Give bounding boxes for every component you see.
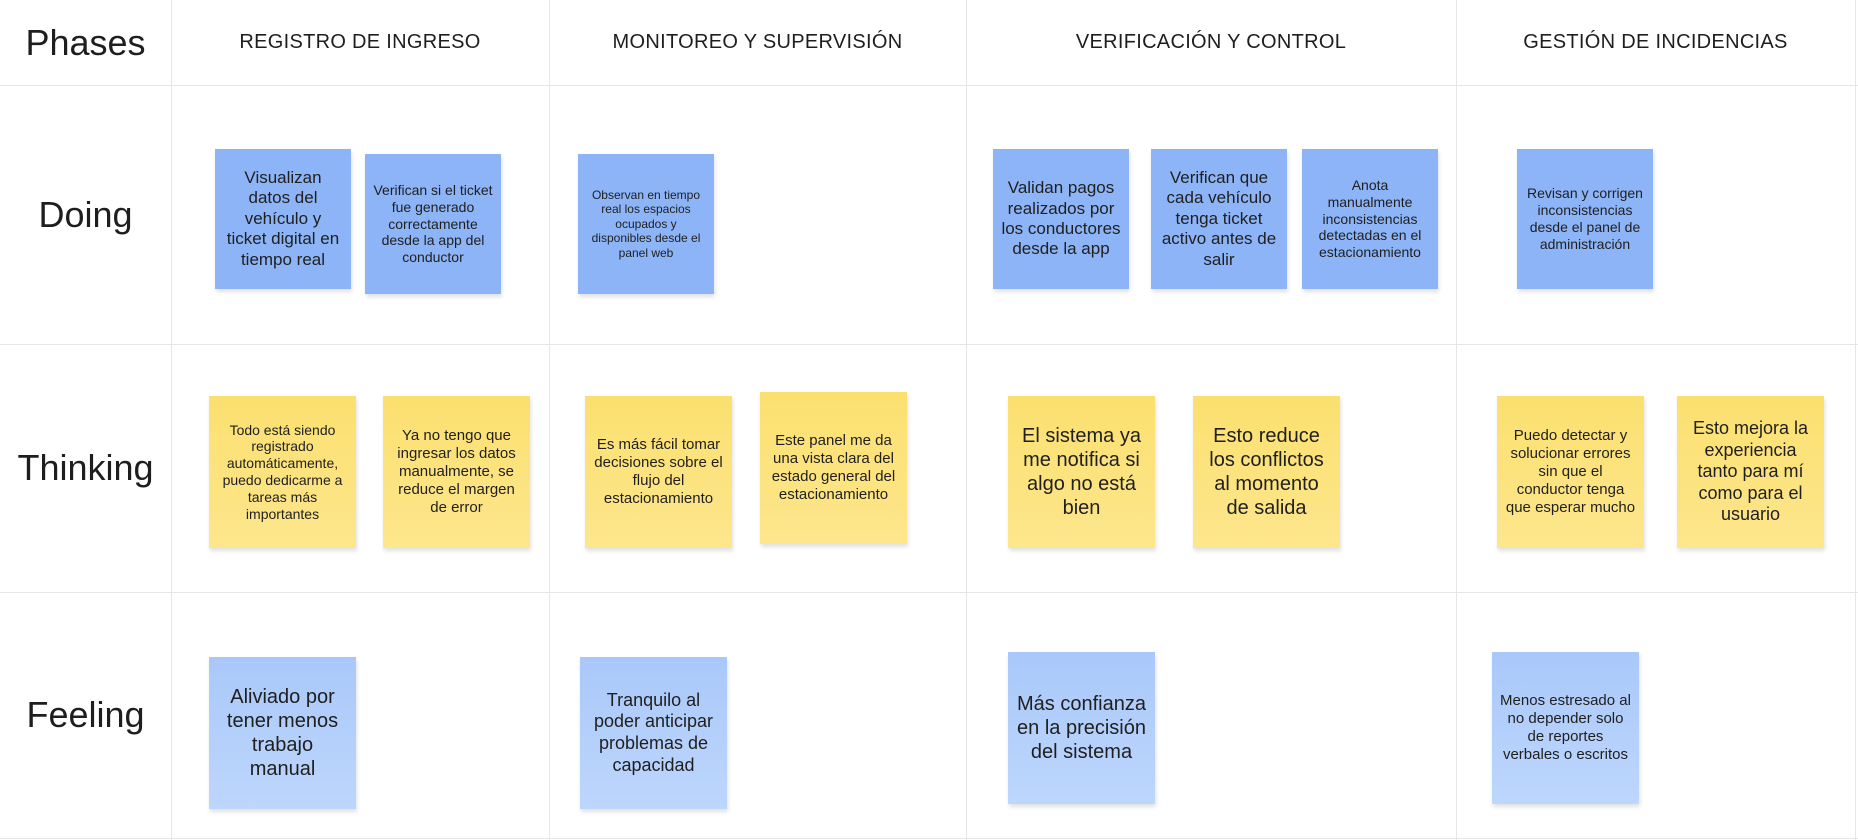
phase-header-verificacion: VERIFICACIÓN Y CONTROL	[1075, 31, 1347, 53]
sticky-note-thinking-4[interactable]: Este panel me da una vista clara del est…	[760, 392, 907, 544]
sticky-note-thinking-5[interactable]: El sistema ya me notifica si algo no est…	[1008, 396, 1155, 548]
grid-line	[1456, 0, 1457, 840]
grid-line	[171, 0, 172, 840]
grid-line	[0, 838, 1858, 839]
grid-line	[549, 0, 550, 840]
sticky-note-doing-7[interactable]: Revisan y corrigen inconsistencias desde…	[1517, 149, 1653, 289]
sticky-note-doing-1[interactable]: Visualizan datos del vehículo y ticket d…	[215, 149, 351, 289]
grid-line	[0, 344, 1858, 345]
sticky-note-feeling-2[interactable]: Tranquilo al poder anticipar problemas d…	[580, 657, 727, 809]
grid-line	[966, 0, 967, 840]
sticky-note-thinking-8[interactable]: Esto mejora la experiencia tanto para mí…	[1677, 396, 1824, 548]
grid-line	[0, 592, 1858, 593]
row-label-doing: Doing	[38, 193, 133, 235]
sticky-note-thinking-7[interactable]: Puedo detectar y solucionar errores sin …	[1497, 396, 1644, 548]
sticky-note-thinking-3[interactable]: Es más fácil tomar decisiones sobre el f…	[585, 396, 732, 548]
sticky-note-feeling-3[interactable]: Más confianza en la precisión del sistem…	[1008, 652, 1155, 804]
grid-line	[0, 85, 1858, 86]
phase-header-monitoreo: MONITOREO Y SUPERVISIÓN	[612, 31, 903, 53]
row-label-thinking: Thinking	[17, 447, 154, 488]
row-label-feeling: Feeling	[26, 694, 145, 735]
phase-header-gestion: GESTIÓN DE INCIDENCIAS	[1523, 31, 1788, 53]
corner-label-phases: Phases	[25, 21, 146, 63]
sticky-note-doing-3[interactable]: Observan en tiempo real los espacios ocu…	[578, 154, 714, 294]
sticky-note-doing-2[interactable]: Verifican si el ticket fue generado corr…	[365, 154, 501, 294]
sticky-note-thinking-1[interactable]: Todo está siendo registrado automáticame…	[209, 396, 356, 548]
sticky-note-thinking-6[interactable]: Esto reduce los conflictos al momento de…	[1193, 396, 1340, 548]
sticky-note-feeling-1[interactable]: Aliviado por tener menos trabajo manual	[209, 657, 356, 809]
sticky-note-thinking-2[interactable]: Ya no tengo que ingresar los datos manua…	[383, 396, 530, 548]
sticky-note-doing-5[interactable]: Verifican que cada vehículo tenga ticket…	[1151, 149, 1287, 289]
phase-header-registro: REGISTRO DE INGRESO	[239, 31, 481, 53]
grid-line	[1855, 0, 1856, 840]
sticky-note-doing-6[interactable]: Anota manualmente inconsistencias detect…	[1302, 149, 1438, 289]
sticky-note-doing-4[interactable]: Validan pagos realizados por los conduct…	[993, 149, 1129, 289]
sticky-note-feeling-4[interactable]: Menos estresado al no depender solo de r…	[1492, 652, 1639, 804]
